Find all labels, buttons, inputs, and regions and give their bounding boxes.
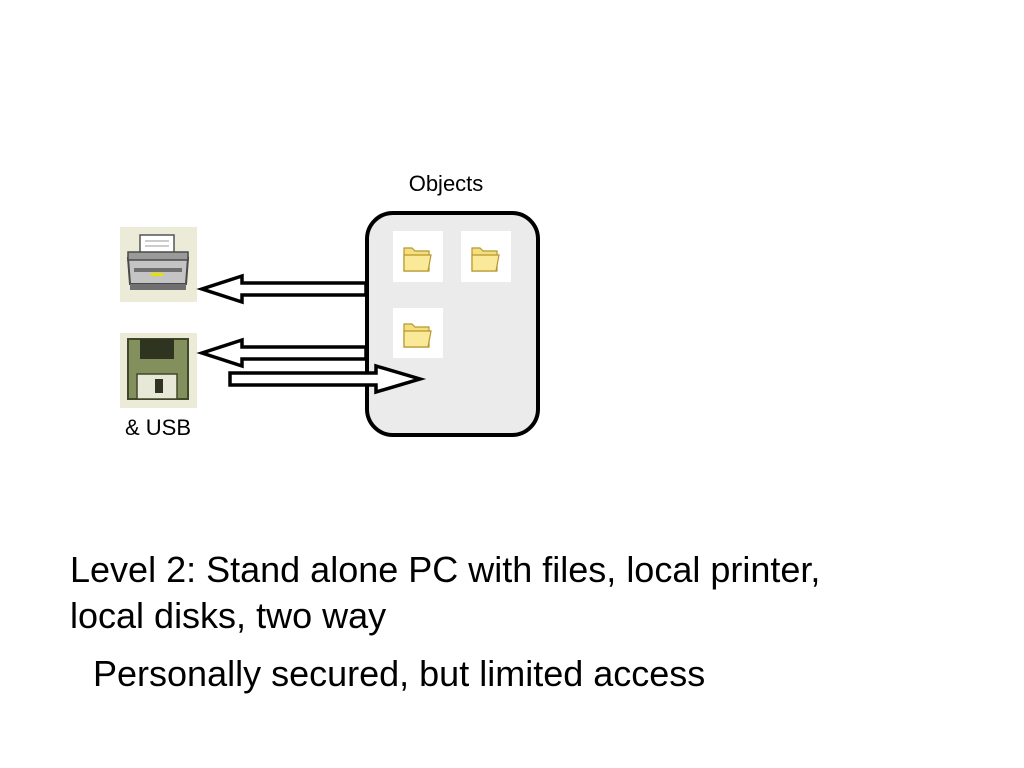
usb-label: & USB [124,415,192,440]
objects-label: Objects [408,171,484,196]
output-arrow-disk [196,337,368,369]
input-arrow-disk [228,363,427,395]
folder-icon [461,231,511,282]
caption-line-2: local disks, two way [70,595,387,636]
floppy-disk-icon [120,333,197,408]
caption-subtitle: Personally secured, but limited access [93,653,706,694]
folder-icon [393,308,443,358]
output-arrow-printer [196,273,368,305]
printer-icon [120,227,197,302]
objects-container [365,211,540,437]
caption-line-1: Level 2: Stand alone PC with files, loca… [70,549,821,590]
folder-icon [393,231,443,282]
